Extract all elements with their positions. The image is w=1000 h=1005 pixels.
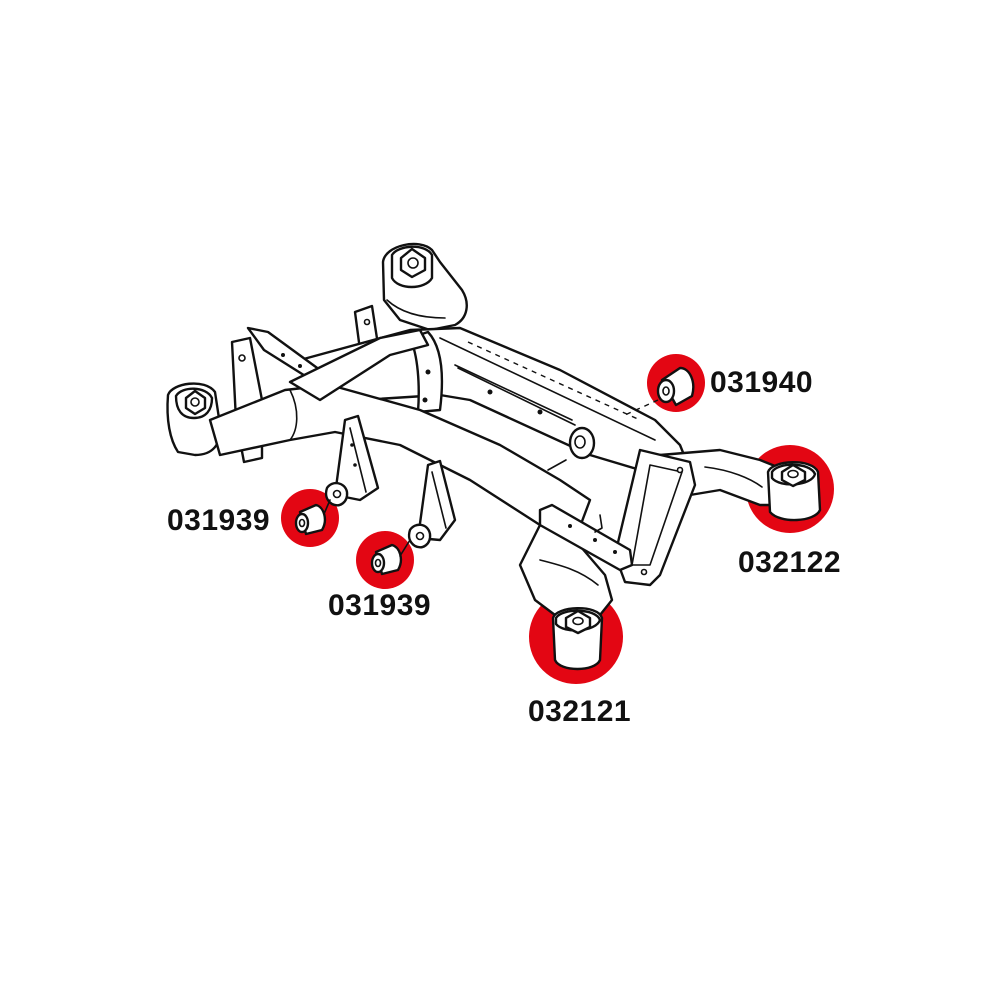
part-label-032121: 032121	[528, 695, 632, 728]
bushing-032121	[551, 607, 604, 671]
part-label-031939-a: 031939	[167, 504, 271, 537]
rear-crossmember	[298, 242, 692, 472]
bushing-031939-b	[370, 539, 411, 576]
bushing-032122	[766, 461, 822, 522]
right-rail	[518, 448, 797, 617]
part-label-032122: 032122	[738, 546, 842, 579]
bushing-031940	[624, 366, 695, 416]
part-label-031939-b: 031939	[328, 589, 432, 622]
part-label-031940: 031940	[710, 366, 814, 399]
bushing-031939-a	[294, 499, 331, 536]
